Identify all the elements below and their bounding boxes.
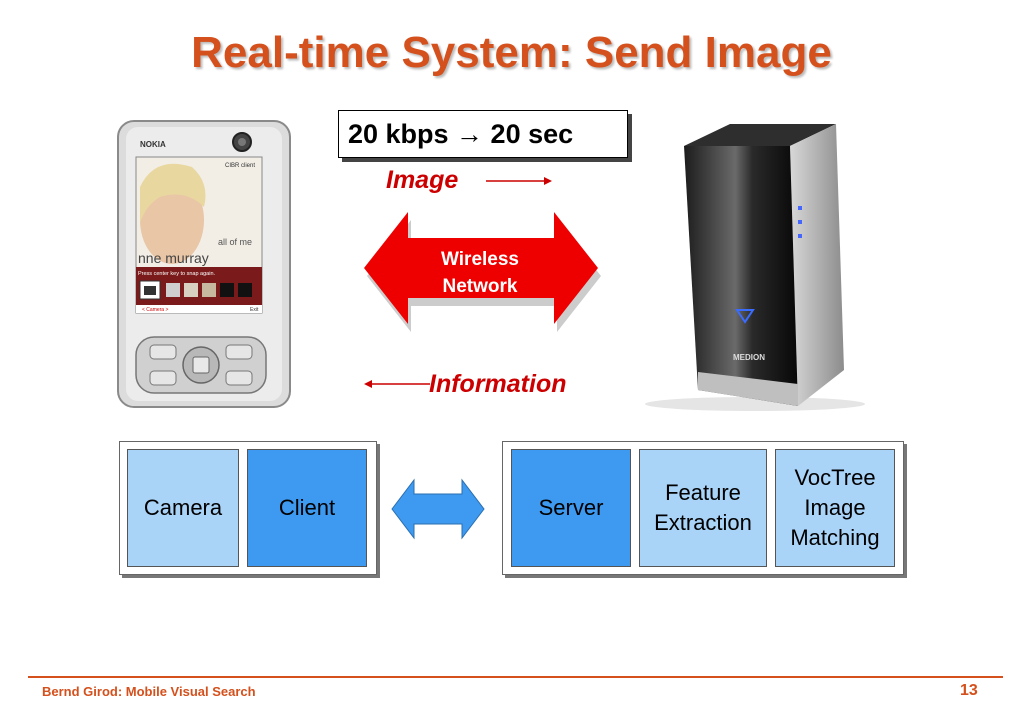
wireless-double-arrow (364, 212, 601, 332)
image-arrow-right (486, 177, 552, 185)
phone-screen-text2: nne murray (138, 250, 209, 266)
camera-block-label: Camera (143, 495, 223, 520)
feature-extraction-line2: Extraction (654, 510, 752, 535)
wireless-network-label: Wireless Network (405, 246, 555, 300)
phone-screen-text1: all of me (218, 237, 252, 247)
server-block: Server (511, 449, 631, 567)
server-tower-image: MEDION (645, 124, 865, 411)
feature-extraction-block: Feature Extraction (639, 449, 767, 567)
connection-double-arrow (391, 478, 485, 540)
feature-extraction-line1: Feature (665, 480, 741, 505)
phone-instruction: Press center key to snap again. (138, 271, 216, 277)
information-label: Information (429, 370, 567, 398)
camera-block: Camera (127, 449, 239, 567)
wireless-label-line1: Wireless (441, 249, 519, 270)
server-brand-text: MEDION (733, 353, 765, 362)
client-block-label: Client (278, 495, 336, 520)
phone-app-name: CIBR client (225, 163, 255, 169)
page-number: 13 (960, 682, 978, 699)
information-arrow-left (364, 380, 430, 388)
phone-exit-label: Exit (250, 307, 259, 313)
server-block-label: Server (538, 495, 604, 520)
slide-title: Real-time System: Send Image (191, 28, 832, 77)
voctree-line3: Matching (790, 525, 880, 550)
phone-brand-text: NOKIA (140, 140, 166, 149)
footer-text: Bernd Girod: Mobile Visual Search (42, 684, 256, 699)
footer-divider (28, 676, 1003, 678)
voctree-line1: VocTree (794, 465, 876, 490)
client-block: Client (247, 449, 367, 567)
phone-image: NOKIA CIBR client all of me nne murray P… (100, 115, 300, 413)
voctree-line2: Image (804, 495, 866, 520)
image-label: Image (386, 166, 459, 194)
phone-camera-label: < Camera > (142, 307, 168, 313)
bitrate-box: 20 kbps → 20 sec (338, 110, 628, 158)
wireless-label-line2: Network (442, 276, 518, 297)
voctree-matching-block: VocTree Image Matching (775, 449, 895, 567)
